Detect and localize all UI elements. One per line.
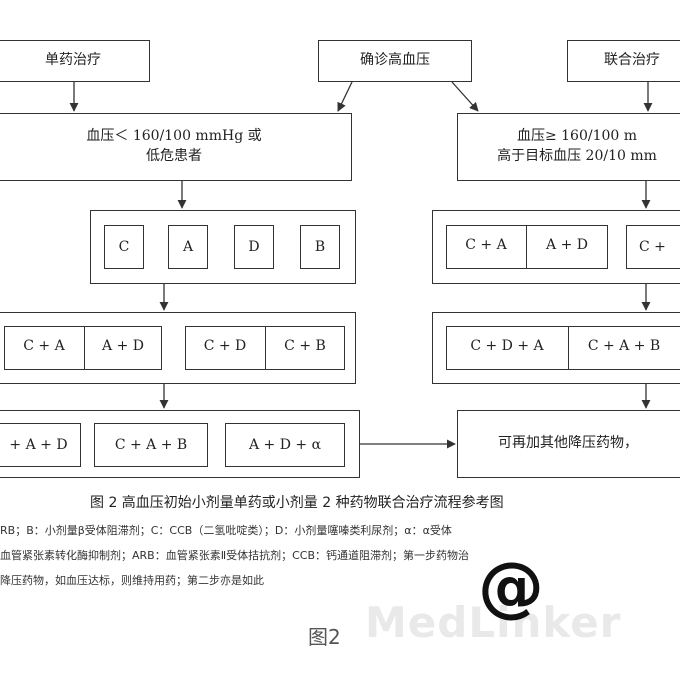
diagnosis-box: 确诊高血压 — [318, 40, 472, 82]
cell-divider — [84, 326, 85, 370]
option-text: C + A — [465, 237, 507, 253]
single-therapy-label: 单药治疗 — [45, 52, 101, 69]
cell-divider — [526, 225, 527, 269]
option-cell: D — [234, 225, 274, 269]
option-cell: A + D + α — [225, 423, 345, 467]
option-cell: A — [168, 225, 208, 269]
figure-caption: 图 2 高血压初始小剂量单药或小剂量 2 种药物联合治疗流程参考图 — [90, 495, 504, 511]
option-cell: + A + D — [0, 423, 81, 467]
option-text: A + D — [102, 338, 144, 354]
option-text: C + A + B — [587, 338, 661, 354]
combo-therapy-label: 联合治疗 — [604, 52, 660, 69]
option-text: C + D — [203, 338, 247, 354]
add-other-drugs-box: 可再加其他降压药物， — [457, 410, 680, 478]
option-cell: B — [300, 225, 340, 269]
arrow — [451, 81, 479, 112]
legend-note: 降压药物，如血压达标，则维持用药；第二步亦是如此 — [0, 574, 264, 587]
option-cell — [446, 326, 680, 370]
left-criteria-line2: 低危患者 — [146, 148, 202, 164]
diagnosis-label: 确诊高血压 — [360, 52, 430, 69]
option-cell: C + A + B — [94, 423, 208, 467]
option-cell: C — [104, 225, 144, 269]
cell-divider — [265, 326, 266, 370]
right-criteria-line2: 高于目标血压 20/10 mm — [497, 148, 657, 164]
figure-label: 图2 — [308, 625, 341, 649]
right-criteria-line1: 血压≥ 160/100 m — [516, 128, 638, 145]
right-criteria-box: 血压≥ 160/100 m 高于目标血压 20/10 mm — [457, 113, 680, 181]
add-other-drugs-label: 可再加其他降压药物， — [498, 435, 638, 452]
arrow — [337, 81, 353, 112]
option-cell — [4, 326, 162, 370]
option-text: A + D — [546, 237, 588, 253]
option-text: C + B — [284, 338, 326, 354]
option-cell — [446, 225, 608, 269]
combo-therapy-box: 联合治疗 — [567, 40, 680, 82]
option-text: C + A — [23, 338, 65, 354]
watermark-at-icon: @ — [478, 548, 544, 625]
left-criteria-line1: 血压＜ 160/100 mmHg 或 — [86, 128, 262, 145]
left-criteria-box: 血压＜ 160/100 mmHg 或 低危患者 — [0, 113, 352, 181]
cell-divider — [568, 326, 569, 370]
legend-note: 血管紧张素转化酶抑制剂；ARB：血管紧张素Ⅱ受体拮抗剂；CCB：钙通道阻滞剂；第… — [0, 549, 470, 562]
option-text: C + D + A — [470, 338, 544, 354]
watermark-text: MedLinker — [365, 598, 622, 647]
single-therapy-box: 单药治疗 — [0, 40, 150, 82]
legend-note: RB；B：小剂量β受体阻滞剂；C：CCB（二氢吡啶类）；D：小剂量噻嗪类利尿剂；… — [0, 524, 452, 537]
option-cell: C + — [626, 225, 680, 269]
